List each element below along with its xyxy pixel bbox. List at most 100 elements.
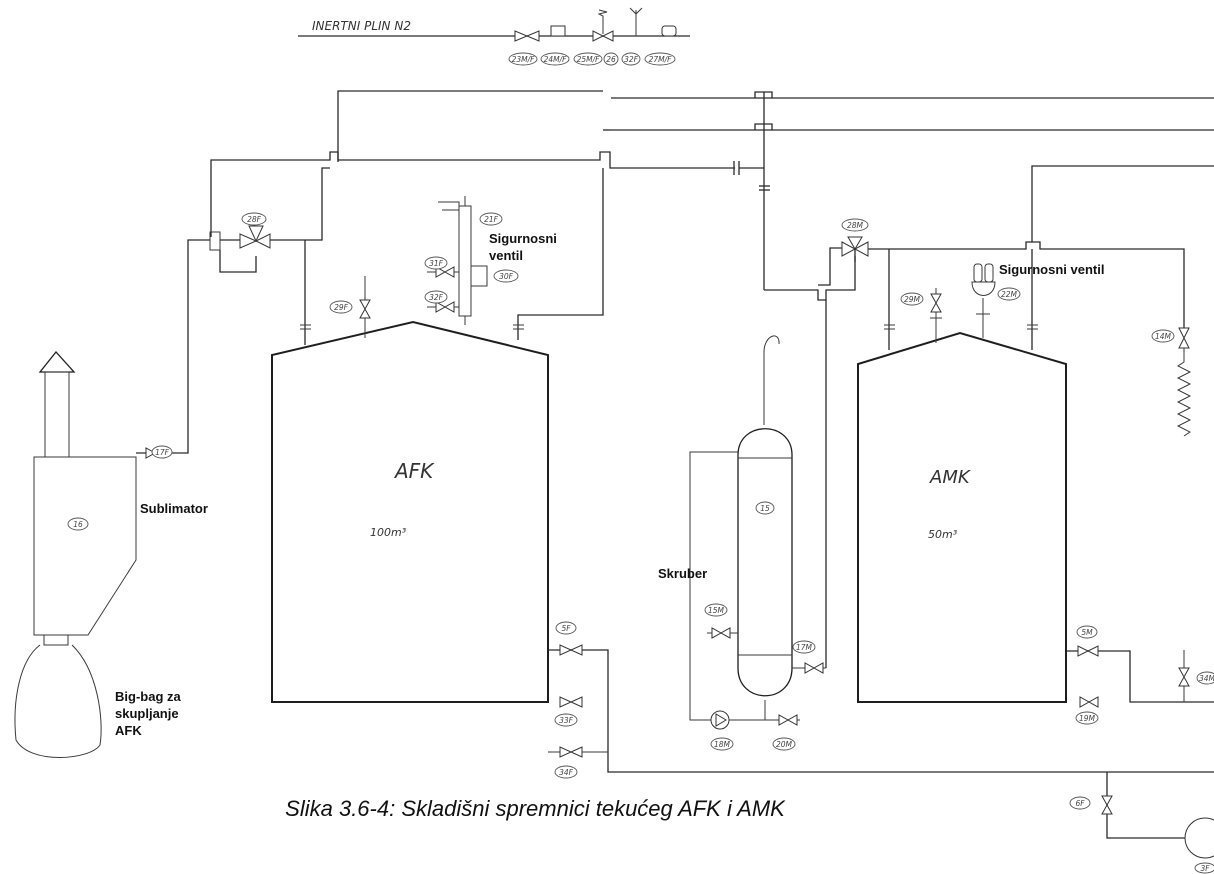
valve-icon bbox=[1079, 696, 1091, 708]
valve-icon bbox=[592, 30, 605, 42]
valve-icon bbox=[559, 696, 573, 708]
tag: 19M bbox=[1075, 711, 1099, 725]
figure-caption-text: Slika 3.6-4: Skladišni spremnici tekućeg… bbox=[285, 796, 785, 821]
tag: 27M/F bbox=[644, 52, 676, 66]
valve-icon bbox=[711, 627, 723, 639]
valve-icon bbox=[1101, 795, 1113, 807]
tag: 33F bbox=[554, 713, 578, 727]
valve-icon bbox=[435, 301, 447, 313]
amk-name: AMK bbox=[929, 467, 971, 488]
sublimator-label: Sublimator bbox=[140, 501, 208, 516]
scrubber-vent bbox=[763, 335, 780, 425]
valve-icon bbox=[804, 662, 816, 674]
tag: 15 bbox=[755, 501, 775, 515]
bigbag-label-line1: Big-bag za bbox=[115, 689, 181, 704]
bottom-right-section: 6F 3F bbox=[1069, 772, 1214, 874]
svg-text:26: 26 bbox=[606, 55, 616, 64]
vent-cap-icon bbox=[38, 350, 76, 373]
bigbag-label-line3: AFK bbox=[115, 723, 142, 738]
tag: 21F bbox=[479, 212, 503, 226]
amk-volume: 50m³ bbox=[928, 528, 958, 541]
svg-text:17F: 17F bbox=[155, 448, 170, 457]
valve-icon bbox=[525, 30, 540, 42]
safety-valve-label-right: Sigurnosni ventil bbox=[999, 262, 1104, 277]
svg-text:23M/F: 23M/F bbox=[512, 55, 536, 64]
inert-gas-label: INERTNI PLIN N2 bbox=[312, 19, 411, 33]
vent-icon bbox=[629, 7, 643, 15]
valve-icon bbox=[719, 627, 731, 639]
svg-text:30F: 30F bbox=[499, 272, 514, 281]
figure-caption: Slika 3.6-4: Skladišni spremnici tekućeg… bbox=[0, 796, 1214, 822]
svg-text:5F: 5F bbox=[561, 624, 571, 633]
three-way-valve-icon bbox=[841, 241, 857, 257]
spring-icon bbox=[597, 9, 608, 34]
tag: 17M bbox=[792, 640, 816, 654]
svg-text:15: 15 bbox=[760, 504, 770, 513]
valve-icon bbox=[435, 266, 447, 278]
valve-icon bbox=[514, 30, 529, 42]
afk-vessel: AFK 100m³ 21F 30F 31F 32F 29F Sigurnosni… bbox=[271, 196, 1214, 779]
valve-icon bbox=[443, 266, 455, 278]
svg-text:29F: 29F bbox=[334, 303, 349, 312]
tag: 17F bbox=[151, 445, 173, 459]
valve-icon bbox=[569, 644, 583, 656]
svg-text:21F: 21F bbox=[484, 215, 499, 224]
valve-icon bbox=[812, 662, 824, 674]
regulator-icon bbox=[550, 25, 566, 37]
tag: 20M bbox=[772, 737, 796, 751]
safety-valve-label-line2: ventil bbox=[489, 248, 523, 263]
tag: 31F bbox=[424, 256, 448, 270]
svg-text:3F: 3F bbox=[1200, 864, 1210, 873]
svg-text:34M: 34M bbox=[1199, 674, 1214, 683]
tag: 15M bbox=[704, 603, 728, 617]
valve-icon bbox=[145, 447, 157, 459]
valve-icon bbox=[1178, 327, 1190, 340]
valve-icon bbox=[359, 307, 371, 319]
svg-text:6F: 6F bbox=[1075, 799, 1085, 808]
tag: 34M bbox=[1196, 671, 1214, 685]
safety-valve-icon bbox=[973, 263, 983, 283]
valve-icon bbox=[443, 301, 455, 313]
svg-text:18M: 18M bbox=[714, 740, 731, 749]
svg-text:34F: 34F bbox=[559, 768, 574, 777]
svg-text:33F: 33F bbox=[559, 716, 574, 725]
three-way-valve-icon bbox=[254, 233, 271, 249]
tag: 5F bbox=[555, 621, 577, 635]
valve-icon bbox=[930, 293, 942, 305]
valve-icon bbox=[1087, 696, 1099, 708]
tag: 28F bbox=[241, 212, 267, 226]
tag: 3F bbox=[1194, 862, 1214, 874]
svg-text:17M: 17M bbox=[796, 643, 813, 652]
tag: 6F bbox=[1069, 796, 1091, 810]
valve-icon bbox=[1178, 667, 1190, 679]
amk-vessel: AMK 50m³ 29M 22M Sigurnosni ventil 5M 19… bbox=[857, 262, 1214, 725]
svg-text:20M: 20M bbox=[776, 740, 793, 749]
valve-icon bbox=[1077, 645, 1090, 657]
valve-icon bbox=[930, 301, 942, 313]
tag: 30F bbox=[493, 269, 519, 283]
safety-valve-icon bbox=[458, 205, 472, 317]
svg-text:14M: 14M bbox=[1155, 332, 1172, 341]
three-way-valve-icon bbox=[248, 225, 264, 243]
valve-icon bbox=[559, 746, 573, 758]
svg-text:28M: 28M bbox=[847, 221, 864, 230]
tag: 14M bbox=[1151, 329, 1175, 343]
svg-text:32F: 32F bbox=[624, 55, 639, 64]
tag: 23M/F bbox=[508, 52, 538, 66]
svg-text:28F: 28F bbox=[247, 215, 262, 224]
tag: 34F bbox=[554, 765, 578, 779]
svg-text:15M: 15M bbox=[708, 606, 725, 615]
valve-icon bbox=[1178, 336, 1190, 349]
tag: 24M/F bbox=[540, 52, 570, 66]
sublimator: 16 17F Sublimator Big-bag za skupljanje … bbox=[14, 350, 208, 758]
regulator-icon bbox=[661, 25, 677, 37]
svg-text:19M: 19M bbox=[1079, 714, 1096, 723]
svg-text:5M: 5M bbox=[1081, 628, 1093, 637]
tag: 25M/F bbox=[573, 52, 603, 66]
svg-text:24M/F: 24M/F bbox=[544, 55, 568, 64]
tag: 26 bbox=[603, 52, 619, 66]
inert-gas-line: INERTNI PLIN N2 23M/F 24M/F 25M/F 26 32F… bbox=[298, 7, 690, 66]
svg-text:27M/F: 27M/F bbox=[649, 55, 673, 64]
tag: 29M bbox=[900, 292, 924, 306]
tag: 16 bbox=[67, 517, 89, 531]
